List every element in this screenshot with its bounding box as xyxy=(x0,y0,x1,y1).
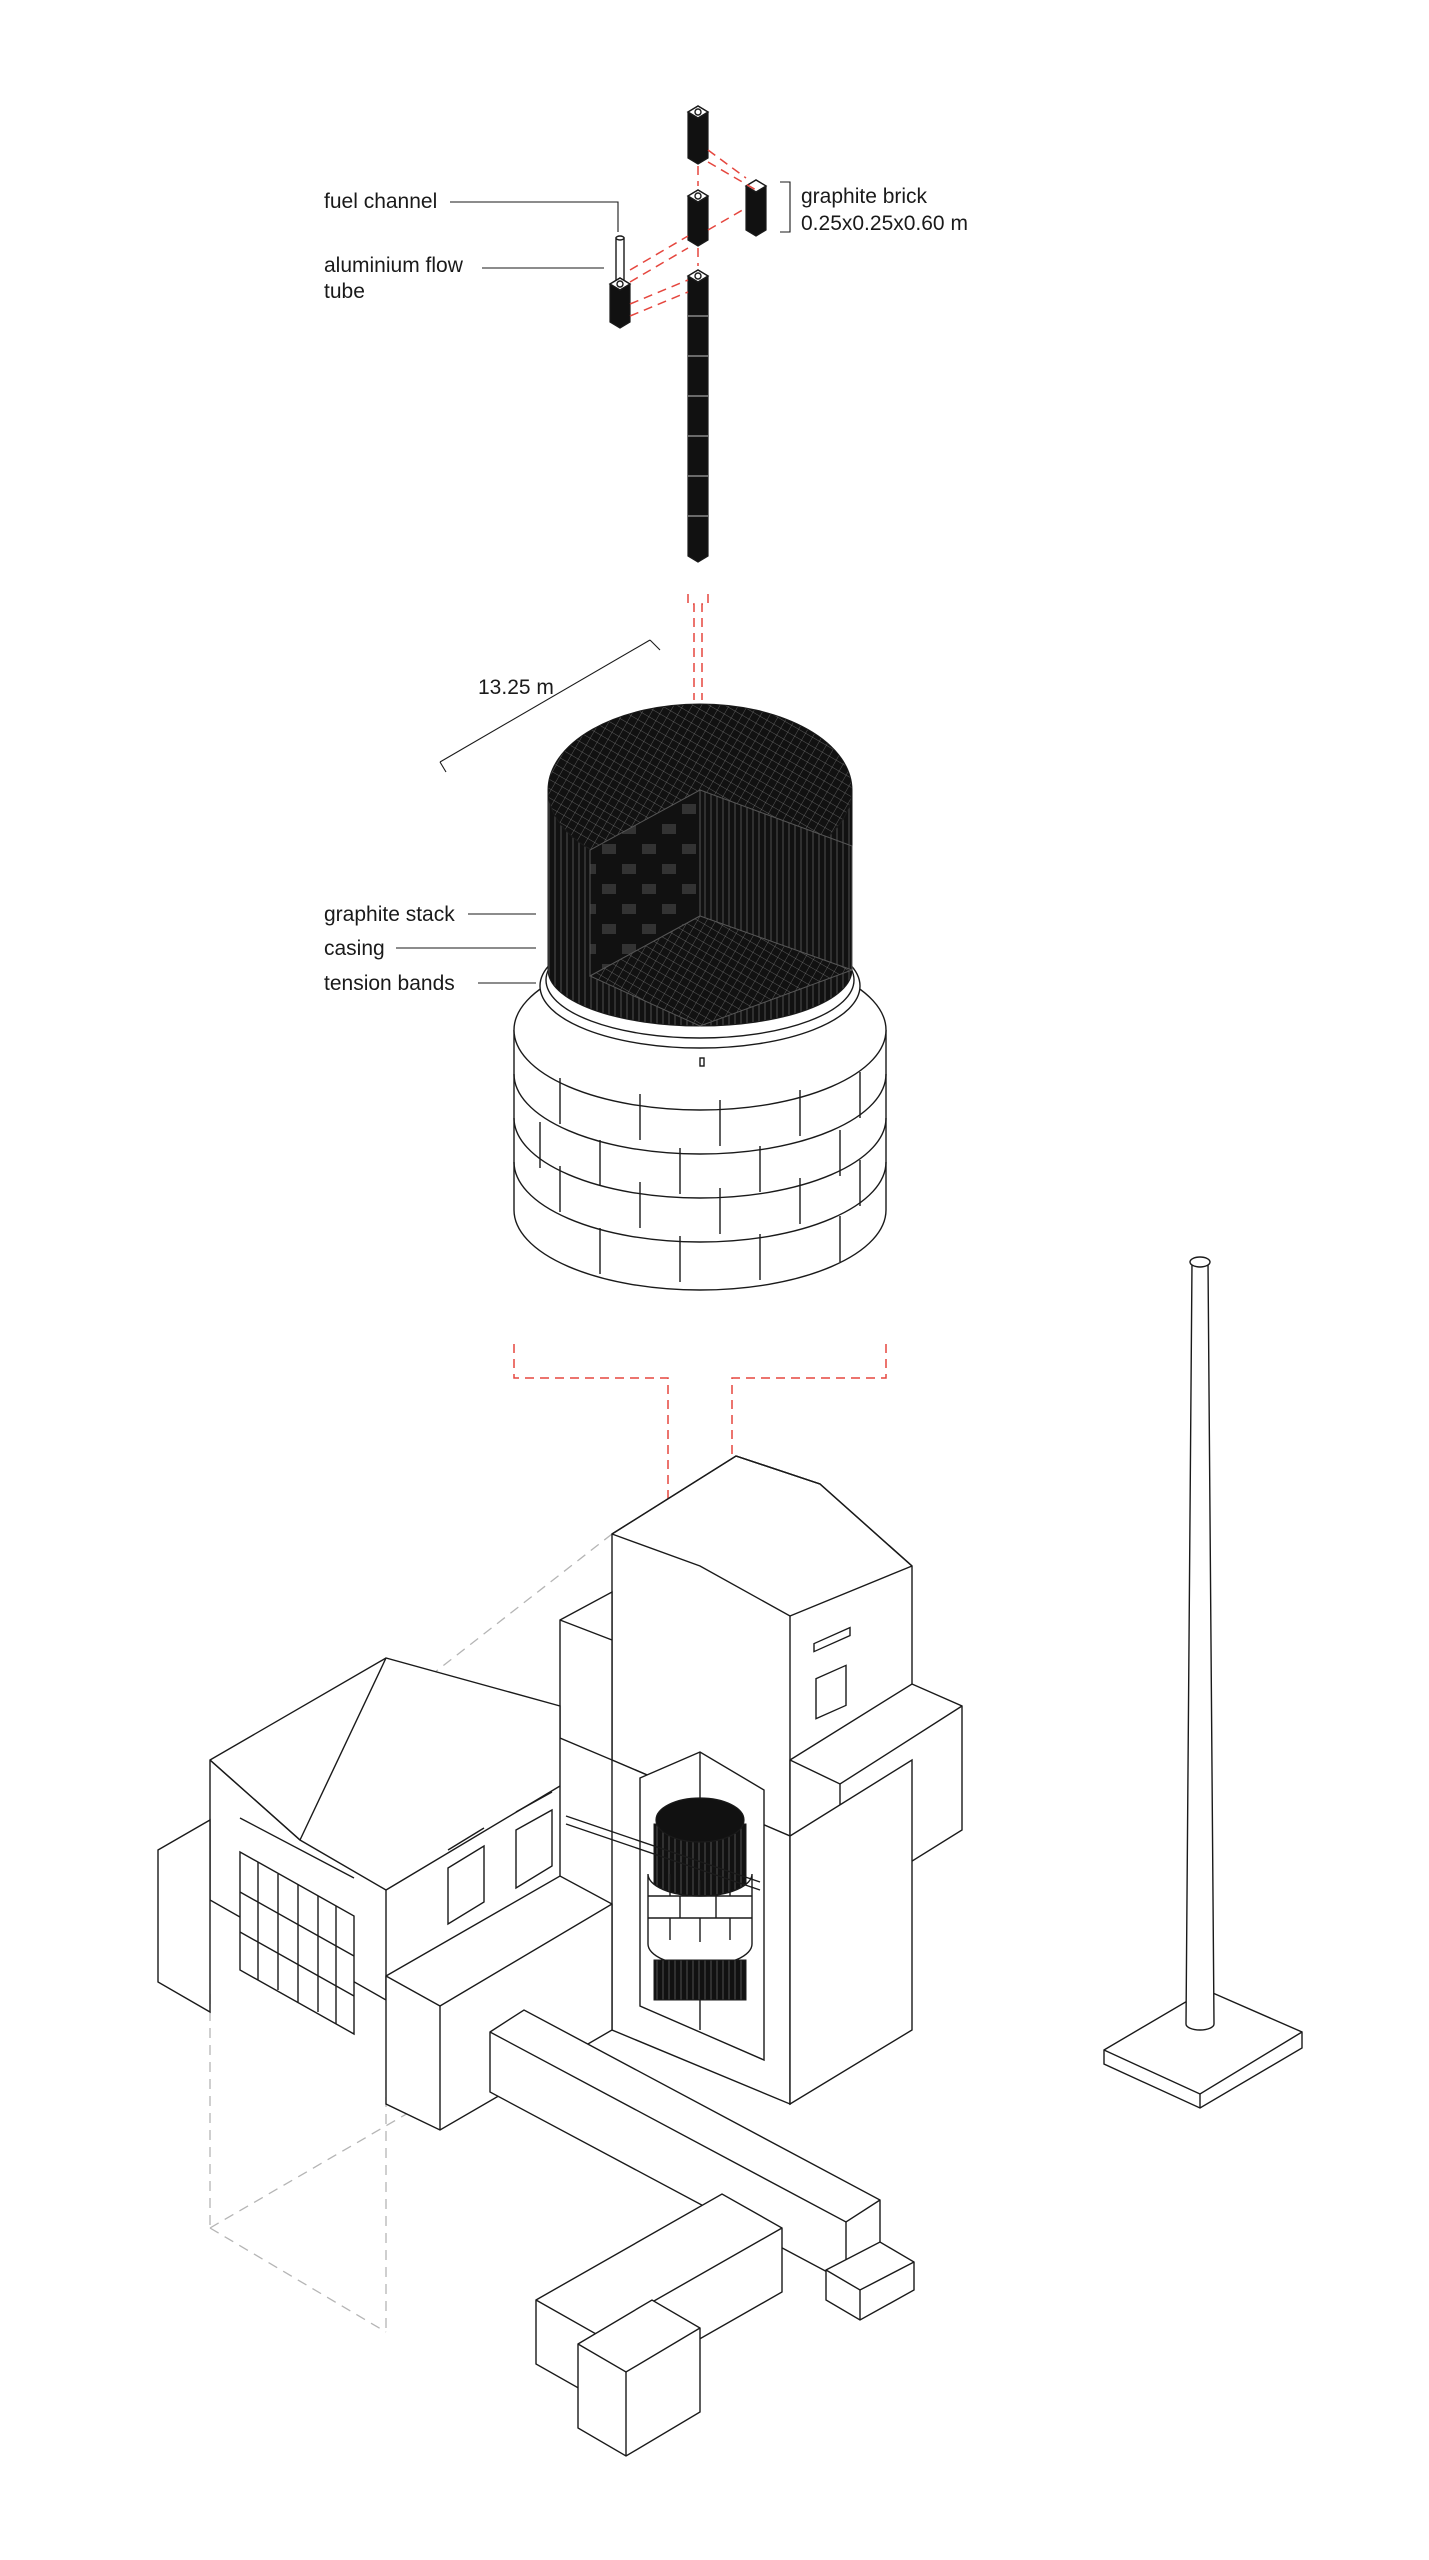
brick-dimension-bracket xyxy=(780,181,791,233)
stack-body xyxy=(547,703,854,1027)
aluminium-flow-tube xyxy=(615,235,625,283)
ground-blocks xyxy=(535,2193,783,2457)
label-graphite-stack: graphite stack xyxy=(324,903,455,926)
tower-left-wing xyxy=(559,1590,613,1762)
label-graphite-brick-2: 0.25x0.25x0.60 m xyxy=(801,212,968,235)
graphite-stack xyxy=(513,703,887,1291)
offset-fuel-brick xyxy=(608,277,632,329)
left-hall xyxy=(209,1657,561,2036)
installed-reactor xyxy=(565,1797,761,2001)
middle-graphite-brick xyxy=(686,189,710,247)
reactor-building xyxy=(157,1455,963,2457)
exploded-guides-top xyxy=(629,149,757,700)
left-front-wing xyxy=(157,1818,613,2131)
dimension-line xyxy=(439,639,661,773)
label-graphite-brick-1: graphite brick xyxy=(801,185,928,208)
offset-graphite-brick xyxy=(744,179,768,237)
label-aluminium-flow-tube-2: tube xyxy=(324,280,365,303)
chimney xyxy=(1103,1256,1303,2109)
label-tension-bands: tension bands xyxy=(324,972,455,995)
label-casing: casing xyxy=(324,937,385,960)
fuel-channel-leader xyxy=(450,201,619,232)
hall-window-grid xyxy=(239,1850,355,2036)
label-aluminium-flow-tube-1: aluminium flow xyxy=(324,254,464,277)
long-graphite-column xyxy=(686,269,710,563)
left-hall-doors xyxy=(447,1791,553,1926)
long-corridor xyxy=(489,2009,915,2321)
label-fuel-channel: fuel channel xyxy=(324,190,437,213)
label-dimension: 13.25 m xyxy=(478,676,554,699)
fuel-channel-column xyxy=(450,105,791,700)
top-graphite-brick xyxy=(686,105,710,165)
